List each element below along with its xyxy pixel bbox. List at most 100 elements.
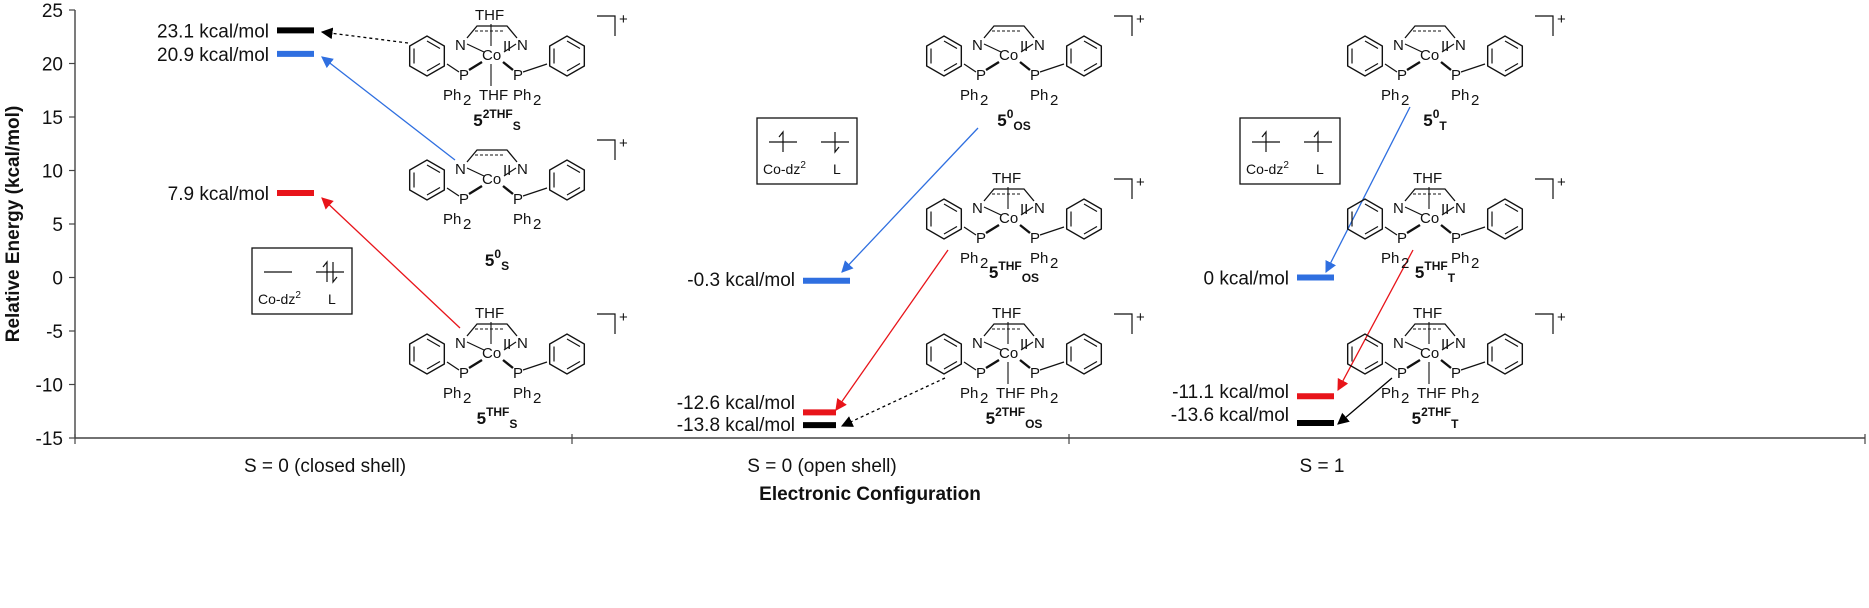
- bond-n-co: [983, 341, 1002, 351]
- ligand-thf-top: THF: [992, 170, 1021, 187]
- spin-up-arrow: [322, 260, 328, 282]
- energy-level-label: 0 kcal/mol: [1203, 269, 1289, 290]
- bond-ring-p: [522, 361, 548, 371]
- benzene-ring: [1346, 35, 1384, 77]
- ring-double-bond: [1083, 338, 1098, 348]
- bond-p-co: [502, 359, 514, 369]
- bond-ring-p: [522, 187, 548, 197]
- atom-n-left: N: [455, 37, 466, 54]
- x-category-label: S = 0 (open shell): [747, 456, 896, 477]
- backbone-bridge: [983, 323, 1035, 337]
- energy-level-label: -13.6 kcal/mol: [1171, 405, 1289, 426]
- atom-n-right: N: [517, 37, 528, 54]
- ring-double-bond: [566, 186, 581, 196]
- benzene-ring: [1346, 333, 1384, 375]
- bond-p-co: [1406, 223, 1421, 235]
- charge-bracket: [1114, 178, 1133, 199]
- ph-left: Ph: [443, 211, 461, 228]
- ph-left: Ph: [1381, 87, 1399, 104]
- arrow-to-0: [1325, 106, 1411, 274]
- ph-right: Ph: [513, 385, 531, 402]
- ring-double-bond: [1364, 203, 1379, 213]
- bond-n-co: [983, 206, 1002, 216]
- atom-n-right: N: [517, 335, 528, 352]
- arrow-to-m0-3: [841, 127, 979, 273]
- y-tick-label: -5: [46, 322, 63, 343]
- ph-right-sub: 2: [533, 216, 541, 233]
- atom-co: Co: [999, 210, 1018, 227]
- bond-p-co: [1440, 359, 1452, 369]
- backbone-bridge: [466, 149, 518, 163]
- atom-p-left: P: [1397, 230, 1407, 247]
- ring-double-bond: [426, 164, 441, 174]
- ring-double-bond: [1504, 40, 1519, 50]
- charge-sign: +: [1136, 11, 1145, 28]
- ph-left-sub: 2: [1401, 255, 1409, 272]
- y-tick-label: -10: [36, 376, 63, 397]
- atom-n-left: N: [972, 37, 983, 54]
- atom-n-left: N: [1393, 200, 1404, 217]
- orbital-label-right: L: [328, 291, 336, 307]
- ph-left: Ph: [960, 250, 978, 267]
- atom-co: Co: [482, 47, 501, 64]
- ligand-thf-bottom: THF: [996, 385, 1025, 402]
- energy-level-label: 7.9 kcal/mol: [168, 184, 269, 205]
- ring-double-bond: [943, 62, 958, 72]
- bond-p-co: [1440, 224, 1452, 234]
- bond-ring-p: [1384, 361, 1398, 371]
- bond-n-co: [1441, 43, 1455, 53]
- bond-n-co: [466, 341, 485, 351]
- bond-ring-p: [1460, 361, 1486, 371]
- ring-double-bond: [1364, 338, 1379, 348]
- spin-down-arrow: [332, 262, 338, 284]
- atom-p-right: P: [1030, 230, 1040, 247]
- ph-right: Ph: [1030, 385, 1048, 402]
- orbital-label-right: L: [1316, 161, 1324, 177]
- atom-n-left: N: [1393, 335, 1404, 352]
- atom-p-left: P: [976, 365, 986, 382]
- ring-double-bond: [1504, 203, 1519, 213]
- ring-double-bond: [943, 40, 958, 50]
- ring-double-bond: [1504, 62, 1519, 72]
- ph-right-sub: 2: [1050, 255, 1058, 272]
- structure-label: 5THFT: [1415, 259, 1456, 285]
- benzene-ring: [925, 198, 963, 240]
- ring-double-bond: [426, 186, 441, 196]
- atom-n-right: N: [1455, 335, 1466, 352]
- bond-p-co: [1019, 224, 1031, 234]
- charge-bracket: [597, 15, 616, 36]
- ph-right: Ph: [1030, 87, 1048, 104]
- ph-left-sub: 2: [980, 390, 988, 407]
- atom-co: Co: [482, 345, 501, 362]
- structure-label: 5THFOS: [989, 259, 1039, 285]
- ph-right: Ph: [1451, 250, 1469, 267]
- structure-label: 50T: [1423, 107, 1447, 133]
- backbone-bridge: [466, 323, 518, 337]
- atom-co: Co: [999, 345, 1018, 362]
- y-tick-label: -15: [36, 429, 63, 450]
- ph-left: Ph: [1381, 250, 1399, 267]
- ring-double-bond: [943, 360, 958, 370]
- ph-right-sub: 2: [1471, 255, 1479, 272]
- ph-right-sub: 2: [1050, 92, 1058, 109]
- benzene-ring: [408, 35, 446, 77]
- atom-n-left: N: [972, 200, 983, 217]
- bond-ring-p: [522, 63, 548, 73]
- spin-down-arrow: [834, 132, 840, 154]
- ring-double-bond: [426, 338, 441, 348]
- charge-sign: +: [1136, 309, 1145, 326]
- ring-double-bond: [426, 360, 441, 370]
- bond-n-co: [466, 43, 485, 53]
- ph-left-sub: 2: [980, 92, 988, 109]
- ph-right: Ph: [1030, 250, 1048, 267]
- ph-right-sub: 2: [533, 92, 541, 109]
- ph-right: Ph: [1451, 385, 1469, 402]
- bond-ring-p: [1039, 361, 1065, 371]
- ph-left: Ph: [960, 385, 978, 402]
- bond-n-co: [1404, 43, 1423, 53]
- co-oxidation: II: [1020, 38, 1028, 55]
